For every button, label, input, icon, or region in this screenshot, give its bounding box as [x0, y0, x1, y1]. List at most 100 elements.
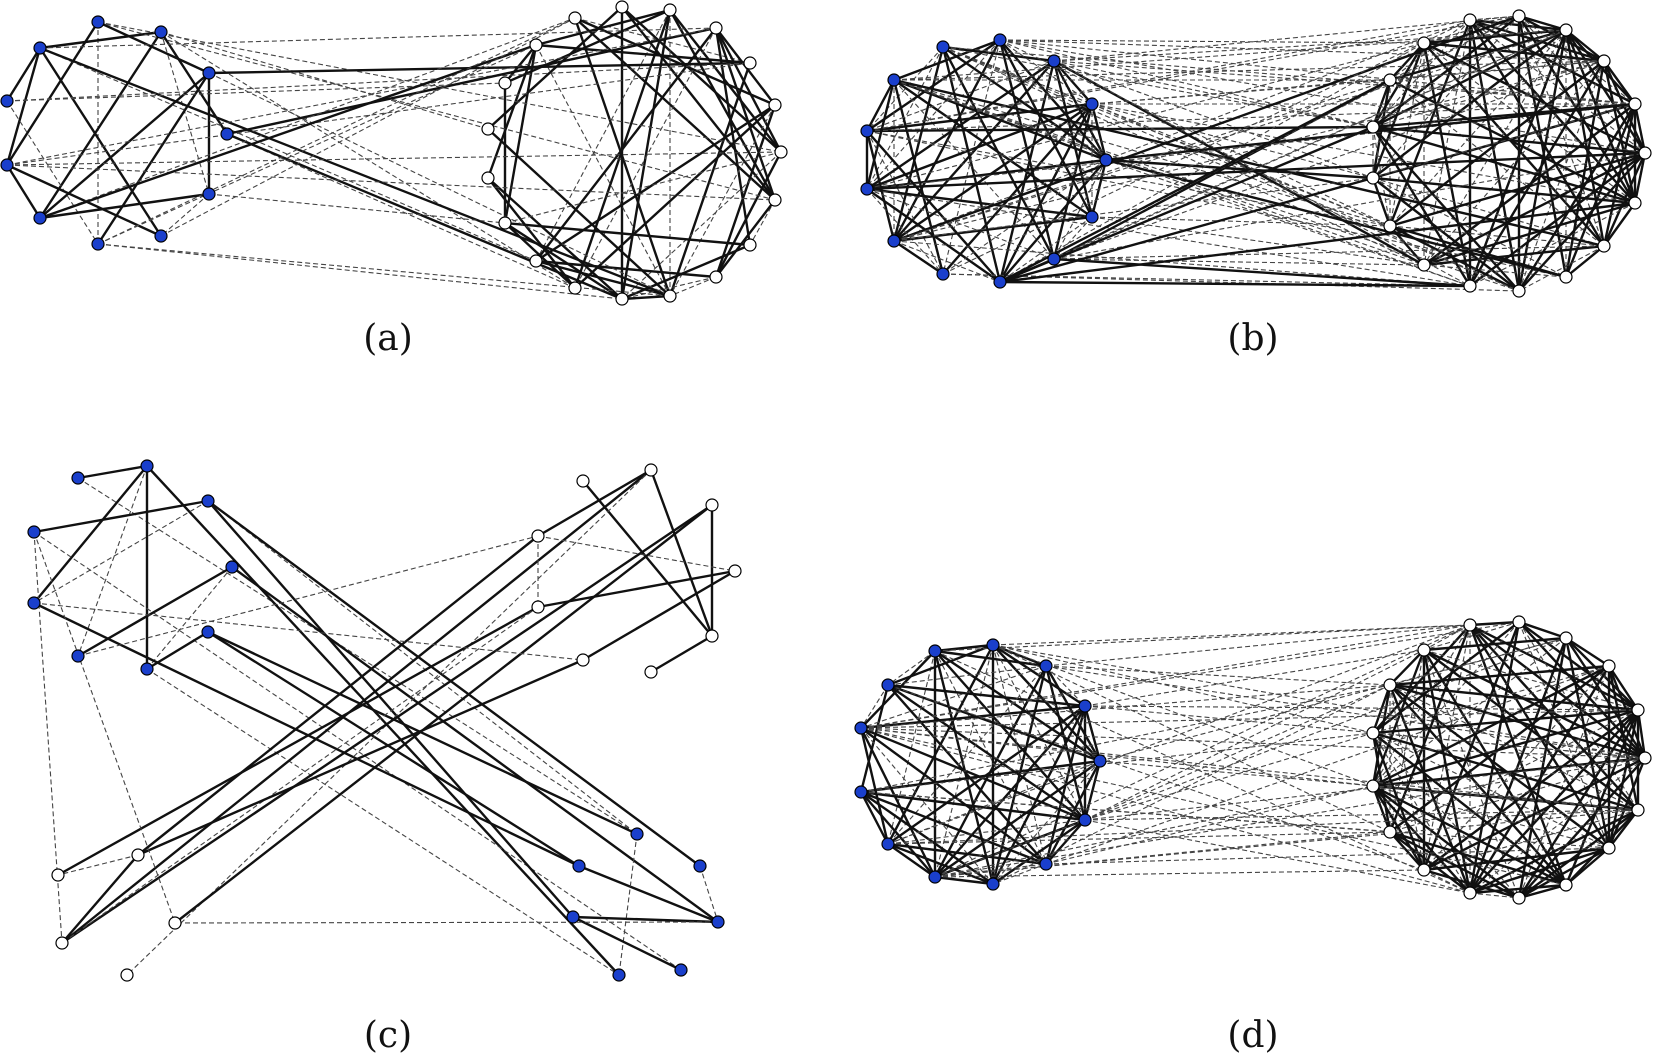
- dashed-edge: [1045, 785, 1374, 865]
- blue-node: [1093, 754, 1107, 768]
- solid-edge: [1518, 621, 1639, 711]
- white-node: [705, 629, 719, 643]
- white-node: [1628, 196, 1642, 210]
- dashed-edge: [1423, 809, 1639, 871]
- solid-edge: [999, 39, 1107, 161]
- dashed-edge: [1469, 892, 1520, 899]
- solid-edge: [39, 46, 671, 298]
- solid-edge: [77, 565, 233, 658]
- solid-edge: [1518, 152, 1646, 292]
- solid-edge: [1372, 708, 1639, 788]
- dashed-edge: [1091, 103, 1374, 179]
- solid-edge: [574, 104, 776, 289]
- dashed-edge: [669, 104, 776, 297]
- dashed-edge: [893, 79, 1391, 242]
- solid-edge: [992, 643, 1086, 708]
- solid-edge: [1564, 637, 1611, 849]
- solid-edge: [535, 27, 717, 262]
- solid-edge: [866, 102, 1093, 133]
- dashed-edge: [887, 665, 1047, 686]
- dashed-edge: [992, 644, 1374, 734]
- white-node: [1512, 615, 1526, 629]
- solid-edge: [860, 726, 1086, 822]
- dashed-edge: [934, 809, 1639, 878]
- dashed-edge: [1372, 60, 1605, 128]
- dashed-edge: [1372, 621, 1520, 787]
- solid-edge: [934, 650, 1101, 762]
- solid-edge: [1389, 28, 1567, 82]
- solid-edge: [1423, 42, 1605, 247]
- solid-edge: [999, 78, 1391, 284]
- white-node: [709, 21, 723, 35]
- solid-edge: [537, 569, 736, 609]
- dashed-edge: [887, 819, 1086, 845]
- dashed-edge: [992, 863, 1047, 885]
- solid-edge: [5, 47, 42, 166]
- solid-edge: [504, 222, 576, 289]
- blue-node: [993, 275, 1007, 289]
- dashed-edge: [1091, 103, 1391, 227]
- dashed-edge: [999, 39, 1093, 105]
- dashed-edge: [1099, 637, 1567, 762]
- panel-a-nodes: [0, 0, 788, 306]
- solid-edge: [537, 468, 652, 538]
- solid-edge: [859, 727, 890, 845]
- solid-edge: [893, 79, 1093, 218]
- solid-edge: [887, 842, 1047, 866]
- blue-node: [220, 127, 234, 141]
- dashed-edge: [77, 535, 539, 657]
- dashed-edge: [866, 19, 1471, 132]
- panel-b-nodes: [860, 9, 1652, 298]
- solid-edge: [1423, 636, 1567, 652]
- blue-node: [854, 721, 868, 735]
- white-node: [576, 653, 590, 667]
- dashed-edge: [160, 31, 210, 195]
- solid-edge: [1468, 624, 1568, 886]
- white-node: [498, 216, 512, 230]
- solid-edge: [668, 9, 777, 201]
- solid-edge: [226, 26, 717, 136]
- solid-edge: [1423, 709, 1639, 871]
- solid-edge: [1565, 245, 1605, 278]
- solid-edge: [61, 854, 139, 944]
- blue-node: [202, 187, 216, 201]
- dashed-edge: [6, 62, 751, 166]
- solid-edge: [1372, 176, 1636, 205]
- blue-node: [1039, 857, 1053, 871]
- blue-node: [881, 678, 895, 692]
- dashed-edge: [860, 624, 1471, 729]
- white-node: [1463, 886, 1477, 900]
- dashed-edge: [866, 39, 1001, 190]
- blue-node: [986, 638, 1000, 652]
- solid-edge: [942, 46, 1107, 161]
- white-node: [1559, 270, 1573, 284]
- solid-edge: [999, 176, 1374, 284]
- white-node: [1512, 284, 1526, 298]
- dashed-edge: [992, 644, 1086, 821]
- solid-edge: [39, 192, 210, 220]
- solid-edge: [933, 650, 995, 885]
- solid-edge: [649, 469, 714, 637]
- solid-edge: [1372, 621, 1520, 734]
- blue-node: [91, 15, 105, 29]
- dashed-edge: [33, 531, 176, 924]
- white-node: [1383, 219, 1397, 233]
- solid-edge: [860, 759, 1101, 794]
- dashed-edge: [1372, 177, 1605, 247]
- panel-d-nodes: [854, 615, 1652, 905]
- solid-edge: [714, 27, 783, 153]
- dashed-edge: [1045, 665, 1391, 686]
- solid-edge: [992, 819, 1086, 885]
- dashed-edge: [1389, 684, 1639, 811]
- white-node: [576, 474, 590, 488]
- white-node: [1638, 146, 1652, 160]
- solid-edge: [893, 60, 1055, 242]
- solid-edge: [61, 504, 713, 944]
- blue-node: [201, 494, 215, 508]
- dashed-edge: [1045, 624, 1471, 667]
- dashed-edge: [77, 477, 638, 835]
- blue-node: [1085, 97, 1099, 111]
- white-node: [1638, 751, 1652, 765]
- dashed-edge: [893, 240, 1001, 283]
- solid-edge: [715, 199, 776, 278]
